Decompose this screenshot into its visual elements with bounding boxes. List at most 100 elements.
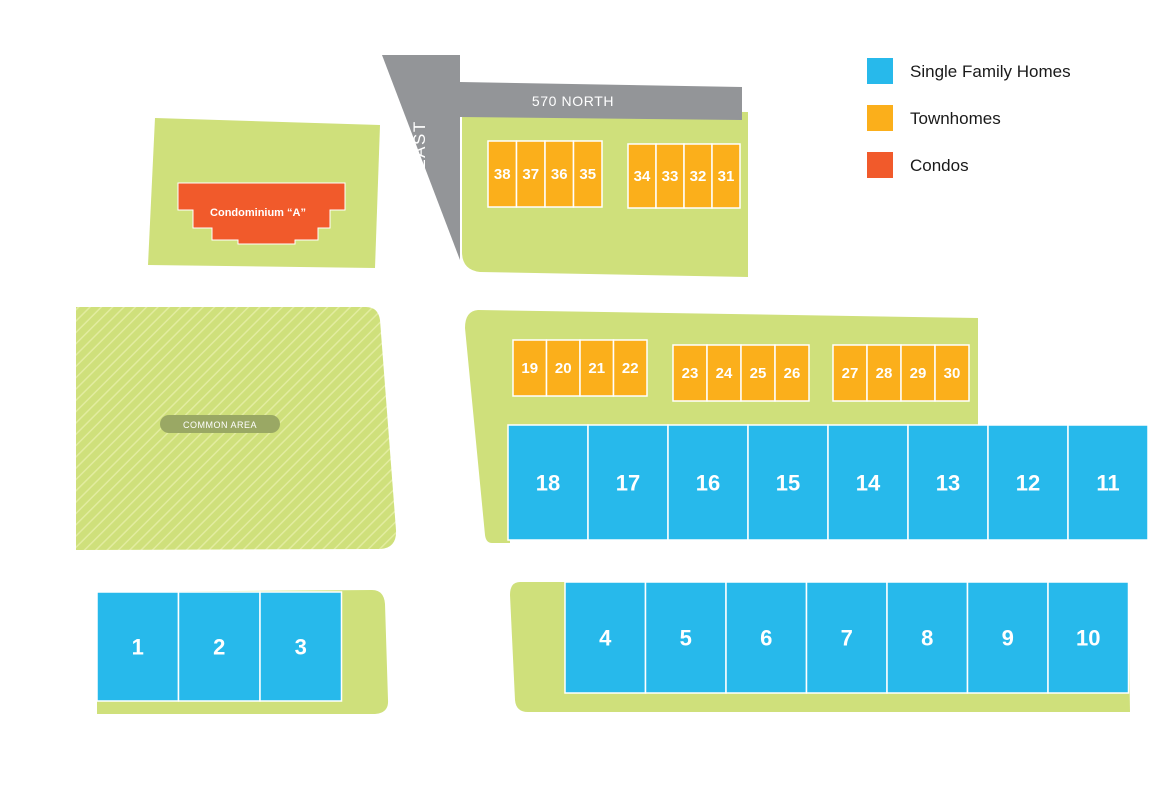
lot-shape[interactable]: [934, 344, 970, 402]
lot-shape[interactable]: [747, 424, 829, 541]
single-family-lot[interactable]: 10: [1047, 581, 1130, 694]
lot-shape[interactable]: [987, 424, 1069, 541]
townhome-lot[interactable]: 21: [579, 339, 615, 397]
condo-footprint[interactable]: [177, 182, 346, 245]
lot-number: 26: [784, 365, 801, 382]
townhome-lot[interactable]: 35: [572, 140, 603, 208]
single-family-lot[interactable]: 9: [966, 581, 1049, 694]
single-family-lot[interactable]: 16: [667, 424, 749, 541]
single-family-lot[interactable]: 6: [725, 581, 808, 694]
townhome-lot[interactable]: 33: [655, 143, 685, 209]
lot-number: 8: [921, 626, 933, 651]
lot-shape[interactable]: [966, 581, 1049, 694]
lot-shape[interactable]: [1067, 424, 1149, 541]
single-family-lot[interactable]: 13: [907, 424, 989, 541]
road-label-550-north-right: 550 NORTH: [703, 291, 785, 307]
single-family-lot[interactable]: 4: [564, 581, 647, 694]
townhome-lot[interactable]: 34: [627, 143, 657, 209]
townhome-lot[interactable]: 28: [866, 344, 902, 402]
lot-number: 34: [634, 168, 651, 185]
lot-shape[interactable]: [507, 424, 589, 541]
lot-shape[interactable]: [177, 591, 261, 702]
road-label-570-north: 570 NORTH: [532, 93, 614, 109]
lot-shape[interactable]: [711, 143, 741, 209]
lot-shape[interactable]: [259, 591, 343, 702]
lot-shape[interactable]: [572, 140, 603, 208]
lot-shape[interactable]: [667, 424, 749, 541]
lot-number: 13: [936, 471, 960, 496]
lot-number: 17: [616, 471, 640, 496]
lot-number: 20: [555, 360, 572, 377]
lot-number: 32: [690, 168, 707, 185]
lot-shape[interactable]: [832, 344, 868, 402]
townhome-lot[interactable]: 26: [774, 344, 810, 402]
townhome-lot[interactable]: 32: [683, 143, 713, 209]
legend-swatch: [867, 58, 893, 84]
townhome-lot[interactable]: 24: [706, 344, 742, 402]
lot-shape[interactable]: [827, 424, 909, 541]
townhome-lot[interactable]: 27: [832, 344, 868, 402]
single-family-lot[interactable]: 17: [587, 424, 669, 541]
lot-number: 27: [842, 365, 859, 382]
lot-shape[interactable]: [579, 339, 615, 397]
townhome-lot[interactable]: 38: [487, 140, 518, 208]
lot-shape[interactable]: [544, 140, 575, 208]
lot-shape[interactable]: [805, 581, 888, 694]
lot-number: 22: [622, 360, 639, 377]
townhome-lot[interactable]: 25: [740, 344, 776, 402]
lot-number: 35: [579, 166, 596, 183]
townhome-lot[interactable]: 22: [612, 339, 648, 397]
lot-number: 37: [522, 166, 539, 183]
townhome-lot[interactable]: 19: [512, 339, 548, 397]
lot-shape[interactable]: [907, 424, 989, 541]
lot-number: 16: [696, 471, 720, 496]
legend-label: Single Family Homes: [910, 62, 1071, 81]
lot-shape[interactable]: [866, 344, 902, 402]
lot-shape[interactable]: [644, 581, 727, 694]
townhome-lot[interactable]: 37: [515, 140, 546, 208]
lot-shape[interactable]: [587, 424, 669, 541]
legend-swatch: [867, 152, 893, 178]
lot-number: 3: [295, 635, 307, 660]
lot-shape[interactable]: [512, 339, 548, 397]
single-family-lot[interactable]: 14: [827, 424, 909, 541]
single-family-lot[interactable]: 5: [644, 581, 727, 694]
condominium-building[interactable]: Condominium “A”: [177, 182, 346, 245]
townhome-lot[interactable]: 31: [711, 143, 741, 209]
single-family-lot[interactable]: 1: [96, 591, 180, 702]
single-family-lot[interactable]: 18: [507, 424, 589, 541]
single-family-lot[interactable]: 8: [886, 581, 969, 694]
townhome-lot[interactable]: 30: [934, 344, 970, 402]
lot-shape[interactable]: [725, 581, 808, 694]
single-family-lot[interactable]: 2: [177, 591, 261, 702]
lot-shape[interactable]: [672, 344, 708, 402]
lot-number: 11: [1096, 471, 1119, 496]
lot-shape[interactable]: [655, 143, 685, 209]
lot-number: 24: [716, 365, 733, 382]
lot-number: 29: [910, 365, 927, 382]
lot-number: 15: [776, 471, 800, 496]
common-area-label: COMMON AREA: [183, 420, 257, 430]
lot-shape[interactable]: [1047, 581, 1130, 694]
lot-shape[interactable]: [774, 344, 810, 402]
townhome-lot[interactable]: 20: [545, 339, 581, 397]
road-label-170-east-top: 170 EAST: [410, 120, 429, 210]
townhome-lot[interactable]: 36: [544, 140, 575, 208]
lot-number: 7: [841, 626, 853, 651]
lot-shape[interactable]: [612, 339, 648, 397]
townhome-lot[interactable]: 23: [672, 344, 708, 402]
lot-shape[interactable]: [487, 140, 518, 208]
lot-shape[interactable]: [627, 143, 657, 209]
single-family-lot[interactable]: 7: [805, 581, 888, 694]
lot-shape[interactable]: [96, 591, 180, 702]
single-family-lot[interactable]: 15: [747, 424, 829, 541]
townhome-lot[interactable]: 29: [900, 344, 936, 402]
single-family-lot[interactable]: 3: [259, 591, 343, 702]
road-labels: 570 NORTH 550 NORTH 550 NORTH 520 NORTH …: [166, 93, 856, 758]
lot-shape[interactable]: [706, 344, 742, 402]
lot-shape[interactable]: [545, 339, 581, 397]
lot-shape[interactable]: [564, 581, 647, 694]
single-family-lot[interactable]: 11: [1067, 424, 1149, 541]
lot-shape[interactable]: [886, 581, 969, 694]
single-family-lot[interactable]: 12: [987, 424, 1069, 541]
